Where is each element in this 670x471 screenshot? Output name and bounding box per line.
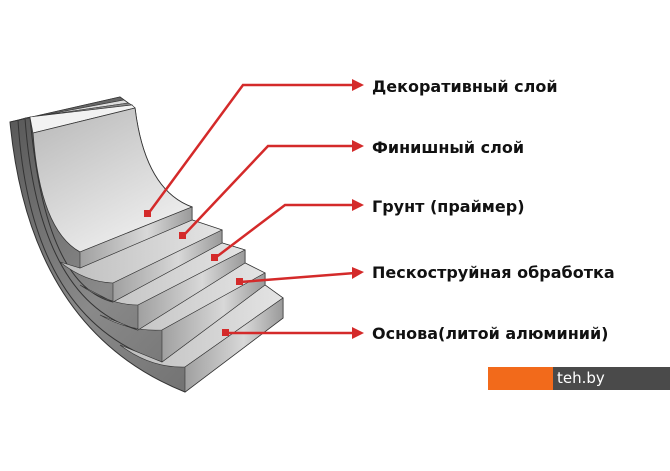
watermark: teh.by	[488, 367, 670, 390]
label-finish-layer: Финишный слой	[372, 138, 525, 157]
arrow-layer-1	[146, 83, 355, 215]
label-base: Основа(литой алюминий)	[372, 324, 609, 343]
layer-edge	[29, 116, 114, 303]
label-decorative-layer: Декоративный слой	[372, 77, 558, 96]
label-primer: Грунт (праймер)	[372, 197, 525, 216]
arrow-layer-3	[214, 203, 355, 259]
arrowhead-icon	[352, 79, 364, 91]
arrow-layer-4	[239, 271, 356, 284]
label-sandblasting: Пескоструйная обработка	[372, 263, 615, 282]
arrowhead-icon	[352, 327, 364, 339]
arrow-layer-2	[182, 144, 355, 237]
arrowhead-icon	[352, 140, 364, 152]
arrowhead-icon	[352, 199, 364, 211]
arrowhead-icon	[352, 267, 364, 279]
watermark-text: teh.by	[553, 367, 670, 390]
layer-edge	[17, 119, 163, 363]
layer-edge	[24, 117, 139, 331]
